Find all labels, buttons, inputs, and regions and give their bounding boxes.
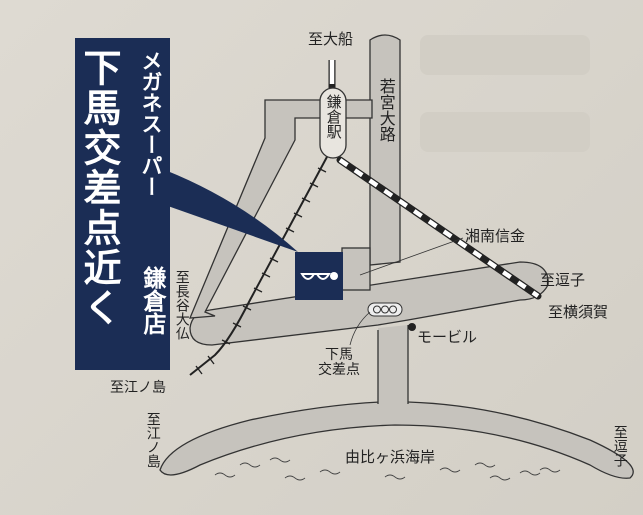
roads <box>159 34 634 479</box>
banner-background <box>75 38 170 370</box>
leader-line <box>359 237 464 276</box>
banner-store-name: 鎌倉店 <box>139 266 165 335</box>
banner-headline: 下馬交差点近く <box>77 48 121 328</box>
label-to-zushi-beach: 至逗子 <box>611 425 628 467</box>
kamakura-station-marker <box>319 87 347 159</box>
label-kamakura-station: 鎌倉駅 <box>324 94 343 139</box>
faded-box <box>420 112 590 152</box>
wakamiya-oji-road <box>369 34 401 266</box>
banner-brand: メガネスーパー <box>139 50 163 197</box>
sea-waves <box>214 457 561 481</box>
store-marker <box>295 252 343 300</box>
shonan-shinkin-building <box>341 247 371 291</box>
label-to-hase-daibutsu: 至長谷大仏 <box>173 270 190 340</box>
logo-dot-icon <box>330 272 338 280</box>
beach-road <box>159 401 634 479</box>
glasses-icon <box>300 273 331 280</box>
label-wakamiya-oji: 若宮大路 <box>376 78 396 142</box>
banner-pointer <box>165 170 298 252</box>
label-to-enoshima: 至江ノ島 <box>110 380 166 396</box>
label-to-enoshima-beach: 至江ノ島 <box>144 412 161 468</box>
label-to-ofuna: 至大船 <box>308 30 354 48</box>
label-geba-intersection: 下馬 交差点 <box>318 347 360 378</box>
leader-line <box>349 311 371 346</box>
label-shonan-shinkin: 湘南信金 <box>465 227 526 245</box>
mobil-marker-icon <box>408 323 416 331</box>
label-yuigahama: 由比ヶ浜海岸 <box>345 448 436 466</box>
label-to-yokosuka: 至横須賀 <box>548 303 609 321</box>
label-mobil: モービル <box>417 328 478 346</box>
enoden-railway <box>189 154 329 376</box>
faded-box <box>420 35 590 75</box>
jr-railway <box>328 60 542 300</box>
label-to-zushi: 至逗子 <box>540 271 586 289</box>
main-road <box>189 261 549 346</box>
